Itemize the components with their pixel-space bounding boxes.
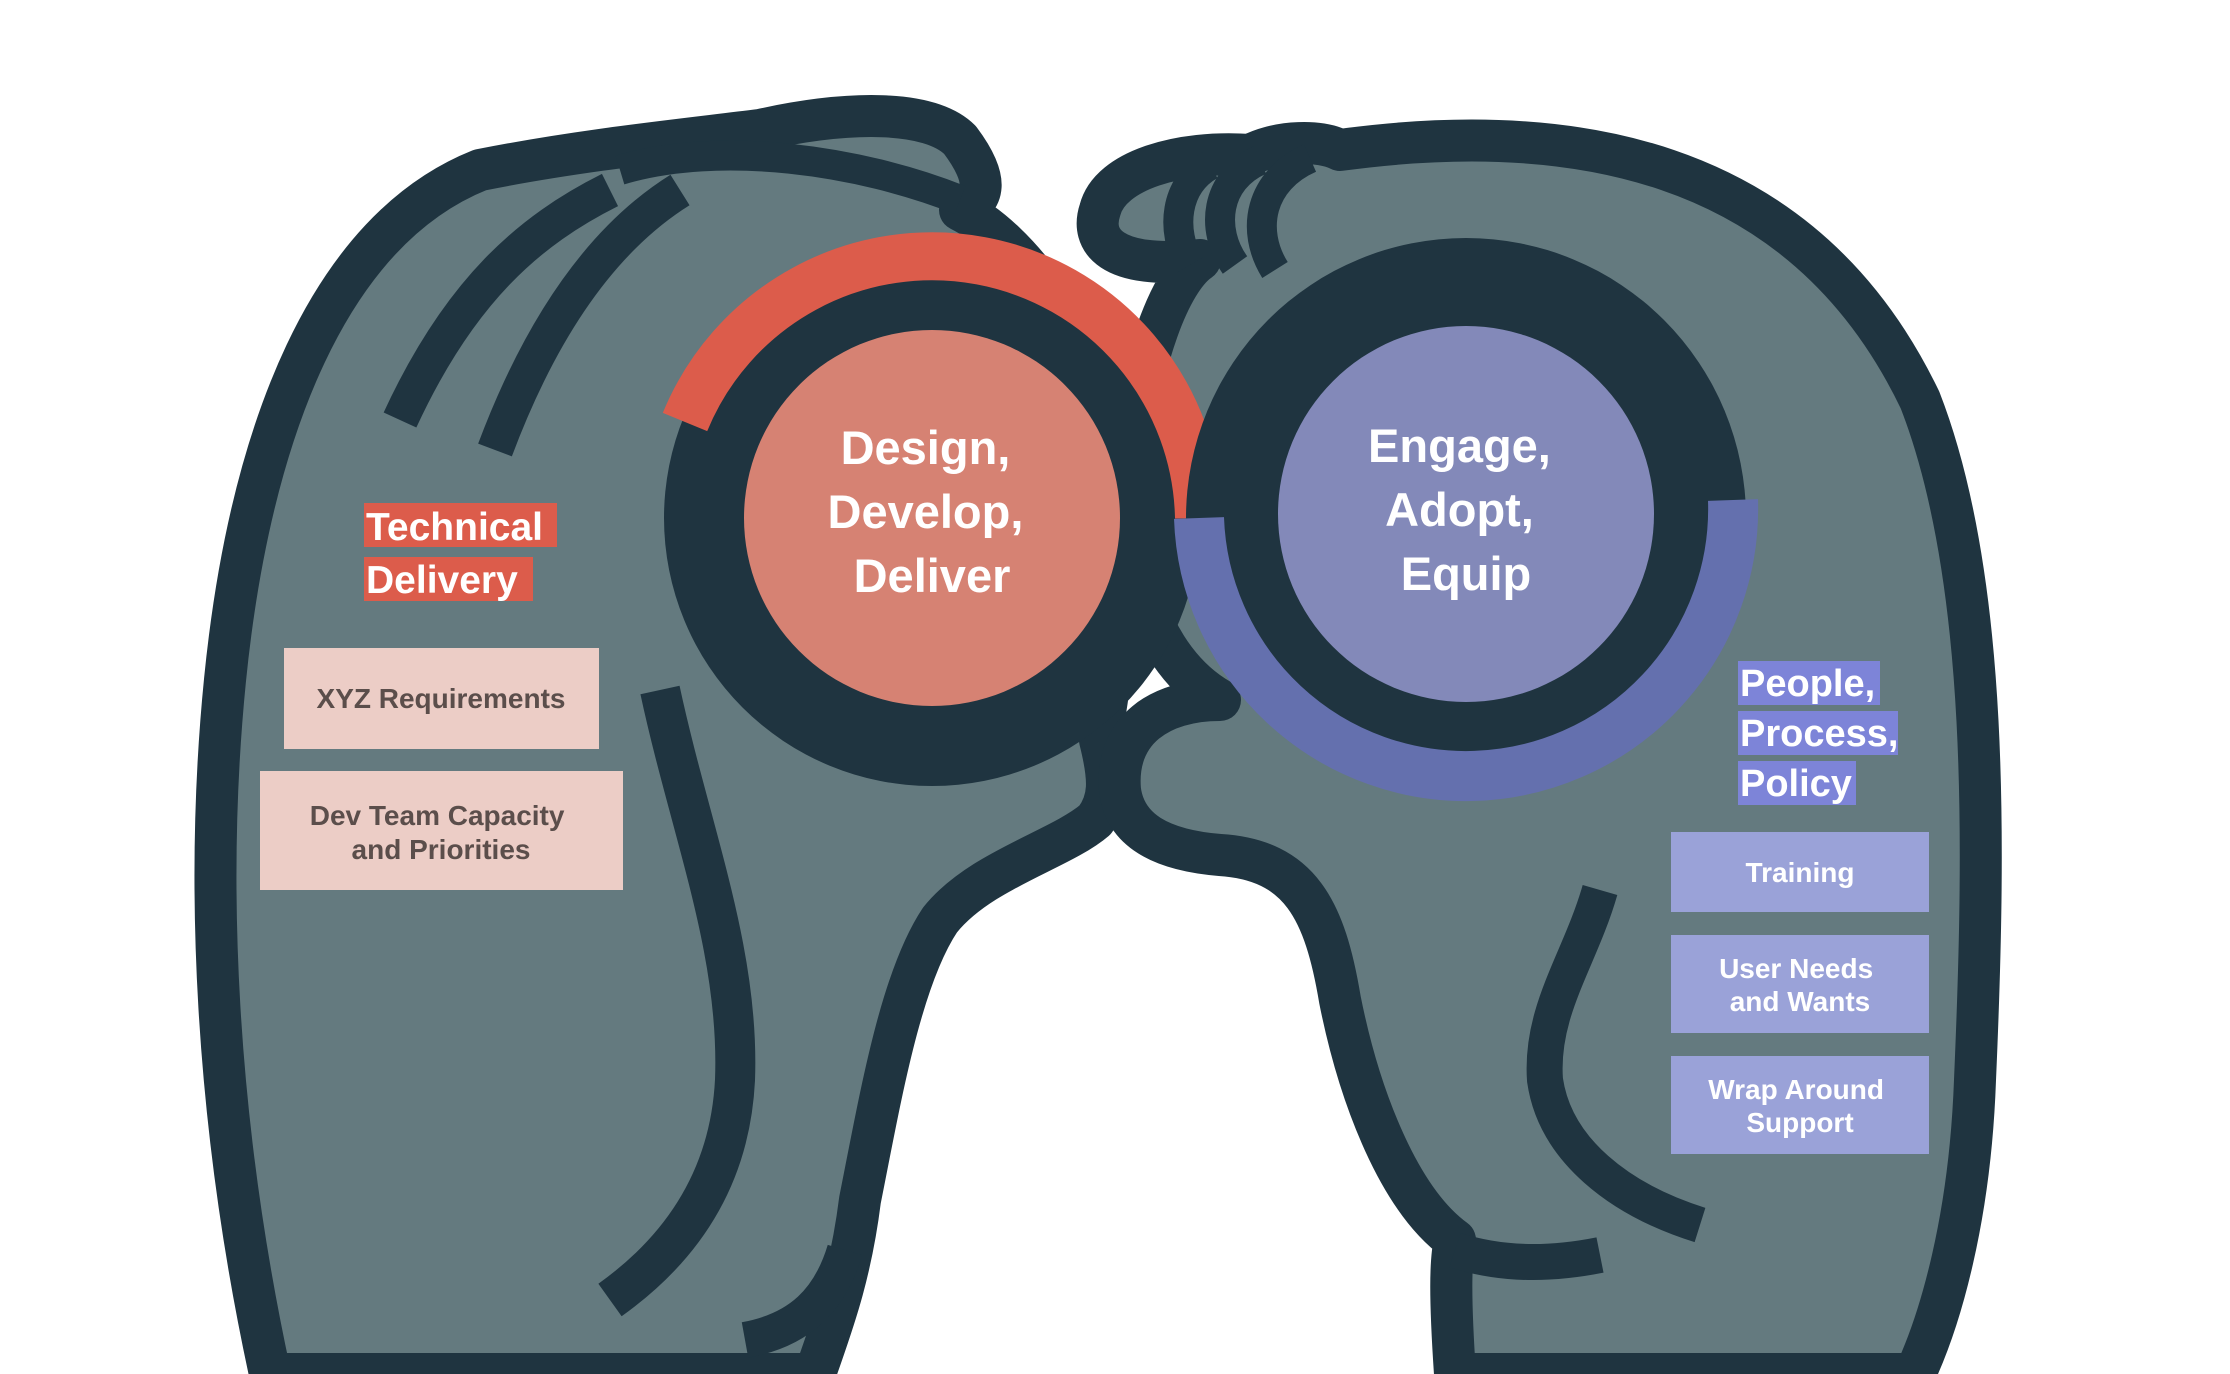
right-circle-line-2: Adopt, (1385, 483, 1534, 536)
right-box-2-line-2: and Wants (1730, 986, 1871, 1017)
left-finger-line-2 (478, 174, 690, 457)
right-heading-line-3: Policy (1740, 763, 1852, 805)
right-circle-line-1: Engage, (1368, 419, 1551, 472)
left-circle-line-3: Deliver (854, 549, 1011, 602)
left-box-dev-team: Dev Team Capacity and Priorities (260, 771, 623, 890)
left-circle-line-2: Develop, (828, 485, 1024, 538)
left-box-2-line-1: Dev Team Capacity (310, 800, 565, 831)
left-thumb-line (598, 685, 756, 1317)
right-circle-line-3: Equip (1401, 547, 1532, 600)
left-ring: Design, Develop, Deliver (662, 232, 1223, 786)
left-box-2-text: Dev Team Capacity and Priorities (310, 800, 573, 865)
right-finger-curl-2 (1205, 146, 1267, 274)
right-palm-line (1526, 884, 1706, 1243)
left-center-circle (744, 330, 1120, 706)
right-ring: Engage, Adopt, Equip (1174, 238, 1759, 802)
right-heading-line-1: People, (1740, 663, 1875, 705)
right-box-2-line-1: User Needs (1719, 953, 1873, 984)
left-finger-line-1 (383, 173, 619, 428)
right-box-2-bg (1671, 935, 1929, 1033)
right-center-circle (1278, 326, 1654, 702)
left-box-2-line-2: and Priorities (352, 834, 531, 865)
right-box-2-text: User Needs and Wants (1719, 953, 1881, 1017)
left-box-1-bg (284, 648, 599, 749)
left-heading-line-1: Technical (366, 506, 543, 549)
right-heading-bg-3 (1738, 761, 1856, 805)
right-circle-text: Engage, Adopt, Equip (1368, 419, 1564, 600)
left-finger-line-3 (615, 140, 966, 214)
left-heading-line-2: Delivery (366, 559, 518, 602)
right-wrist-line (1449, 1232, 1604, 1280)
right-finger-curl-3 (1246, 144, 1317, 278)
left-heading-bg-1 (364, 503, 557, 547)
right-box-3-text: Wrap Around Support (1708, 1074, 1892, 1138)
left-box-1-text: XYZ Requirements (317, 683, 566, 714)
left-box-xyz-requirements: XYZ Requirements (284, 648, 599, 749)
right-box-3-line-2: Support (1746, 1107, 1853, 1138)
right-heading-line-2: Process, (1740, 713, 1898, 755)
right-box-wrap-around: Wrap Around Support (1671, 1056, 1929, 1154)
right-heading-bg-1 (1738, 661, 1880, 705)
right-finger-curl-1 (1163, 151, 1219, 273)
right-box-1-bg (1671, 832, 1929, 912)
right-box-1-text: Training (1746, 857, 1855, 888)
left-box-2-bg (260, 771, 623, 890)
left-circle-text: Design, Develop, Deliver (828, 421, 1037, 602)
left-ring-red-arc (662, 232, 1223, 519)
right-box-training: Training (1671, 832, 1929, 912)
left-wrist-line (741, 1244, 863, 1358)
left-heading-bg-2 (364, 557, 533, 601)
right-heading: People, Process, Policy (1738, 661, 1898, 805)
right-box-user-needs: User Needs and Wants (1671, 935, 1929, 1033)
right-ring-blue-arc (1174, 499, 1759, 802)
left-circle-line-1: Design, (841, 421, 1011, 474)
right-heading-bg-2 (1738, 711, 1898, 755)
right-box-3-line-1: Wrap Around (1708, 1074, 1884, 1105)
right-box-3-bg (1671, 1056, 1929, 1154)
left-heading: Technical Delivery (364, 503, 557, 602)
